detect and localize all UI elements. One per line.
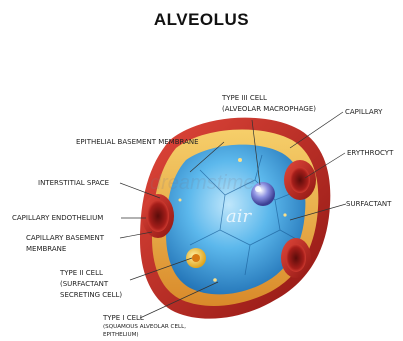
air-label: air (226, 206, 251, 227)
watermark: dreamstime (150, 172, 254, 195)
label-type-ii-surfactant: (SURFACTANT (60, 279, 108, 289)
label-interstitial-space: INTERSTITIAL SPACE (38, 178, 109, 188)
label-capillary-basement-membrane: MEMBRANE (26, 244, 66, 254)
macrophage-cell (251, 182, 275, 206)
label-type-i-cell: TYPE I CELL (103, 313, 144, 323)
label-type-ii-secreting: SECRETING CELL) (60, 290, 122, 300)
label-type-i-epithelium: EPITHELIUM) (103, 332, 139, 339)
label-type-i-squamous: (SQUAMOUS ALVEOLAR CELL, (103, 324, 186, 331)
label-capillary-endothelium: CAPILLARY ENDOTHELIUM (12, 213, 103, 223)
label-capillary-basement: CAPILLARY BASEMENT (26, 233, 104, 243)
label-surfactant: SURFACTANT (346, 199, 391, 209)
label-erythrocyte: ERYTHROCYT (347, 148, 393, 158)
label-type-iii-cell: TYPE III CELL (222, 93, 267, 103)
label-type-iii-sub: (ALVEOLAR MACROPHAGE) (222, 104, 316, 114)
label-capillary: CAPILLARY (345, 107, 382, 117)
label-type-ii-cell: TYPE II CELL (60, 268, 103, 278)
label-epithelial-basement-membrane: EPITHELIAL BASEMENT MEMBRANE (76, 137, 199, 147)
